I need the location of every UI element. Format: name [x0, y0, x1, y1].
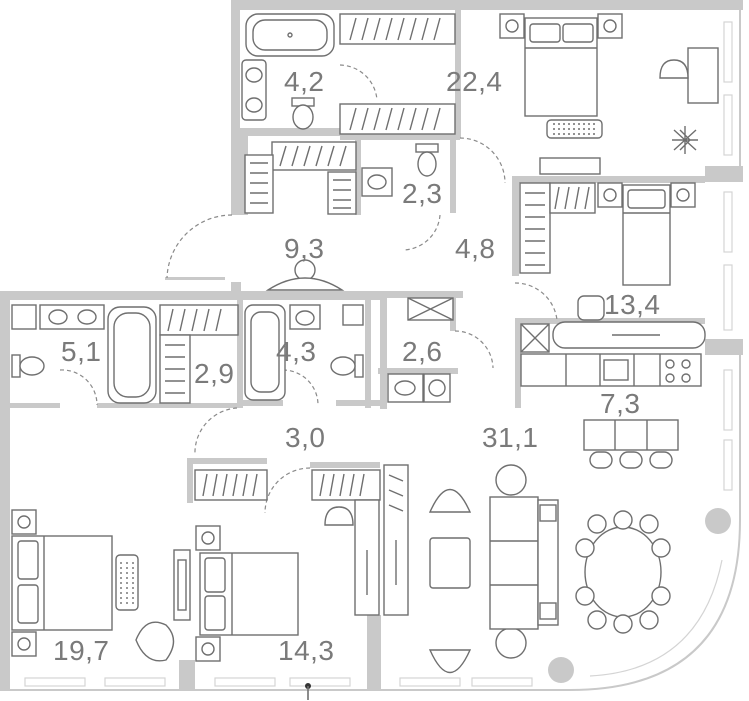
bathroom-left-fixtures	[11, 304, 157, 404]
room-area-wardrobe-left: 2,9	[194, 358, 234, 389]
room-area-wc-top: 2,3	[402, 178, 442, 209]
doors	[59, 64, 558, 514]
bathroom-middle-fixtures	[244, 304, 364, 401]
room-area-laundry: 2,6	[402, 336, 442, 367]
kitchen-fixtures	[520, 321, 706, 469]
small-bedroom-furniture	[577, 182, 696, 321]
room-area-bath-middle: 4,3	[276, 336, 316, 367]
room-area-master-bedroom: 22,4	[446, 66, 503, 97]
living-room-furniture	[428, 464, 731, 683]
room-area-hall-top: 9,3	[284, 233, 324, 264]
interior-walls	[10, 10, 705, 503]
wardrobe-hall	[271, 141, 357, 171]
room-area-kitchen: 7,3	[600, 388, 640, 419]
laundry-fixtures	[387, 297, 454, 403]
hall-top-furniture	[265, 259, 345, 291]
wc-top-fixtures	[361, 143, 439, 197]
room-labels: 4,2 22,4 2,3 9,3 4,8 13,4 5,1 2,9 4,3 2,…	[53, 66, 661, 666]
room-area-bedroom-small: 13,4	[604, 289, 661, 320]
room-area-hall-middle: 3,0	[285, 422, 325, 453]
wardrobe-hall-vertical-right	[327, 171, 357, 215]
room-area-living-room: 31,1	[482, 422, 539, 453]
room-area-corridor: 4,8	[455, 233, 495, 264]
entrance-marker	[305, 683, 311, 700]
wardrobes	[159, 13, 596, 616]
room-area-bedroom-middle: 14,3	[278, 635, 335, 666]
wardrobe-bedroom-middle-left	[194, 469, 268, 501]
room-area-bath-left: 5,1	[61, 336, 101, 367]
wardrobe-top	[339, 13, 456, 45]
room-area-bedroom-left: 19,7	[53, 635, 110, 666]
wardrobe-corridor	[519, 182, 596, 274]
wardrobe-mid	[339, 103, 456, 135]
room-area-bath-top: 4,2	[284, 66, 324, 97]
master-bedroom-furniture	[499, 13, 719, 175]
wardrobe-living-vertical	[354, 464, 409, 616]
wardrobe-left	[159, 304, 239, 404]
wardrobe-hall-vertical-left	[244, 154, 274, 214]
wardrobe-bedroom-middle-right	[311, 469, 381, 501]
bedroom-left-furniture	[11, 509, 175, 662]
outer-walls	[0, 0, 743, 691]
bedroom-middle-furniture	[173, 506, 354, 662]
bathroom-top-fixtures	[241, 13, 335, 130]
